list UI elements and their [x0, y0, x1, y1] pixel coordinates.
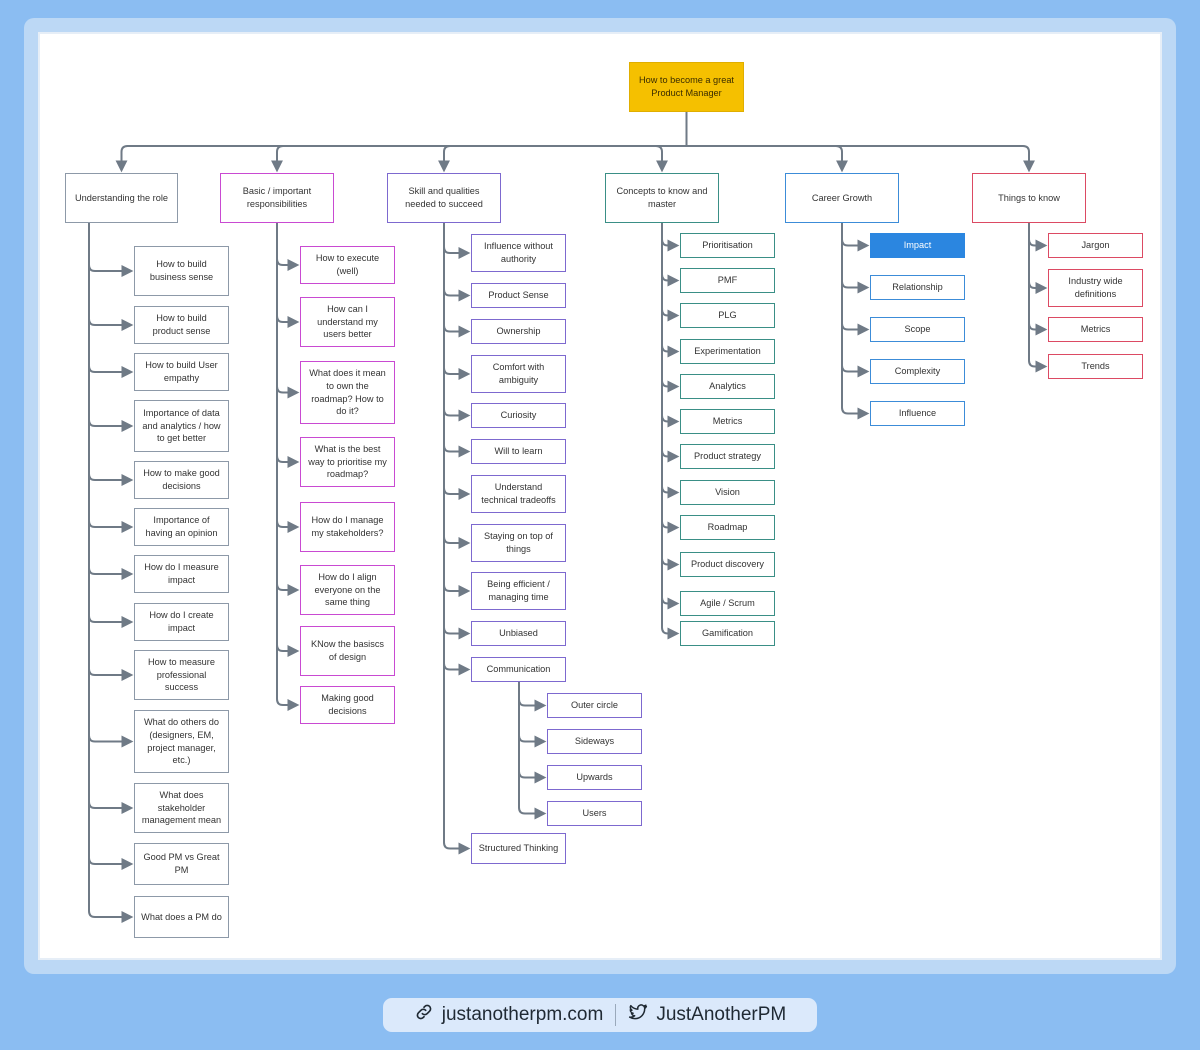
node-good-vs-great[interactable]: Good PM vs Great PM	[134, 843, 229, 885]
node-business-sense[interactable]: How to build business sense	[134, 246, 229, 296]
node-basics-design[interactable]: KNow the basiscs of design	[300, 626, 395, 676]
node-staying-on-top[interactable]: Staying on top of things	[471, 524, 566, 562]
node-metrics-thing[interactable]: Metrics	[1048, 317, 1143, 342]
node-execute-well[interactable]: How to execute (well)	[300, 246, 395, 284]
node-what-others-do[interactable]: What do others do (designers, EM, projec…	[134, 710, 229, 773]
node-measure-impact[interactable]: How do I measure impact	[134, 555, 229, 593]
node-will-to-learn[interactable]: Will to learn	[471, 439, 566, 464]
node-professional-success[interactable]: How to measure professional success	[134, 650, 229, 700]
root-node[interactable]: How to become a great Product Manager	[629, 62, 744, 112]
node-stakeholder-management[interactable]: What does stakeholder management mean	[134, 783, 229, 833]
node-pmf[interactable]: PMF	[680, 268, 775, 293]
node-good-decisions[interactable]: How to make good decisions	[134, 461, 229, 499]
node-being-efficient[interactable]: Being efficient / managing time	[471, 572, 566, 610]
node-industry-definitions[interactable]: Industry wide definitions	[1048, 269, 1143, 307]
node-metrics-concept[interactable]: Metrics	[680, 409, 775, 434]
node-roadmap[interactable]: Roadmap	[680, 515, 775, 540]
node-influence[interactable]: Influence	[870, 401, 965, 426]
node-manage-stakeholders[interactable]: How do I manage my stakeholders?	[300, 502, 395, 552]
node-product-discovery[interactable]: Product discovery	[680, 552, 775, 577]
node-product-sense[interactable]: How to build product sense	[134, 306, 229, 344]
node-ownership[interactable]: Ownership	[471, 319, 566, 344]
column-header-career-growth[interactable]: Career Growth	[785, 173, 899, 223]
node-outer-circle[interactable]: Outer circle	[547, 693, 642, 718]
node-communication[interactable]: Communication	[471, 657, 566, 682]
node-own-roadmap[interactable]: What does it mean to own the roadmap? Ho…	[300, 361, 395, 424]
node-scope[interactable]: Scope	[870, 317, 965, 342]
footer-twitter-text: JustAnotherPM	[656, 1004, 787, 1025]
node-complexity[interactable]: Complexity	[870, 359, 965, 384]
footer-twitter-link[interactable]: JustAnotherPM	[616, 1002, 798, 1028]
node-users[interactable]: Users	[547, 801, 642, 826]
column-header-skills[interactable]: Skill and qualities needed to succeed	[387, 173, 501, 223]
node-sideways[interactable]: Sideways	[547, 729, 642, 754]
node-create-impact[interactable]: How do I create impact	[134, 603, 229, 641]
node-trends[interactable]: Trends	[1048, 354, 1143, 379]
footer-website-text: justanotherpm.com	[441, 1004, 604, 1025]
node-analytics[interactable]: Analytics	[680, 374, 775, 399]
node-align-everyone[interactable]: How do I align everyone on the same thin…	[300, 565, 395, 615]
node-impact-selected[interactable]: Impact	[870, 233, 965, 258]
node-prioritisation[interactable]: Prioritisation	[680, 233, 775, 258]
node-curiosity[interactable]: Curiosity	[471, 403, 566, 428]
node-product-strategy[interactable]: Product strategy	[680, 444, 775, 469]
node-comfort-ambiguity[interactable]: Comfort with ambiguity	[471, 355, 566, 393]
node-prioritise-roadmap[interactable]: What is the best way to prioritise my ro…	[300, 437, 395, 487]
footer-divider	[615, 1004, 617, 1026]
node-structured-thinking[interactable]: Structured Thinking	[471, 833, 566, 864]
node-relationship[interactable]: Relationship	[870, 275, 965, 300]
node-data-analytics[interactable]: Importance of data and analytics / how t…	[134, 400, 229, 452]
column-header-understanding[interactable]: Understanding the role	[65, 173, 178, 223]
footer-bar: justanotherpm.com JustAnotherPM	[383, 998, 817, 1032]
column-header-responsibilities[interactable]: Basic / important responsibilities	[220, 173, 334, 223]
footer-website-link[interactable]: justanotherpm.com	[402, 1002, 616, 1028]
node-experimentation[interactable]: Experimentation	[680, 339, 775, 364]
node-upwards[interactable]: Upwards	[547, 765, 642, 790]
twitter-bird-icon	[628, 1002, 648, 1028]
node-influence-without-authority[interactable]: Influence without authority	[471, 234, 566, 272]
node-technical-tradeoffs[interactable]: Understand technical tradeoffs	[471, 475, 566, 513]
node-what-pm-does[interactable]: What does a PM do	[134, 896, 229, 938]
node-gamification[interactable]: Gamification	[680, 621, 775, 646]
node-understand-users[interactable]: How can I understand my users better	[300, 297, 395, 347]
node-agile-scrum[interactable]: Agile / Scrum	[680, 591, 775, 616]
column-header-concepts[interactable]: Concepts to know and master	[605, 173, 719, 223]
node-user-empathy[interactable]: How to build User empathy	[134, 353, 229, 391]
node-product-sense-skill[interactable]: Product Sense	[471, 283, 566, 308]
link-icon	[414, 1002, 434, 1028]
node-vision[interactable]: Vision	[680, 480, 775, 505]
column-header-things-to-know[interactable]: Things to know	[972, 173, 1086, 223]
node-plg[interactable]: PLG	[680, 303, 775, 328]
node-making-decisions[interactable]: Making good decisions	[300, 686, 395, 724]
node-having-opinion[interactable]: Importance of having an opinion	[134, 508, 229, 546]
node-jargon[interactable]: Jargon	[1048, 233, 1143, 258]
node-unbiased[interactable]: Unbiased	[471, 621, 566, 646]
